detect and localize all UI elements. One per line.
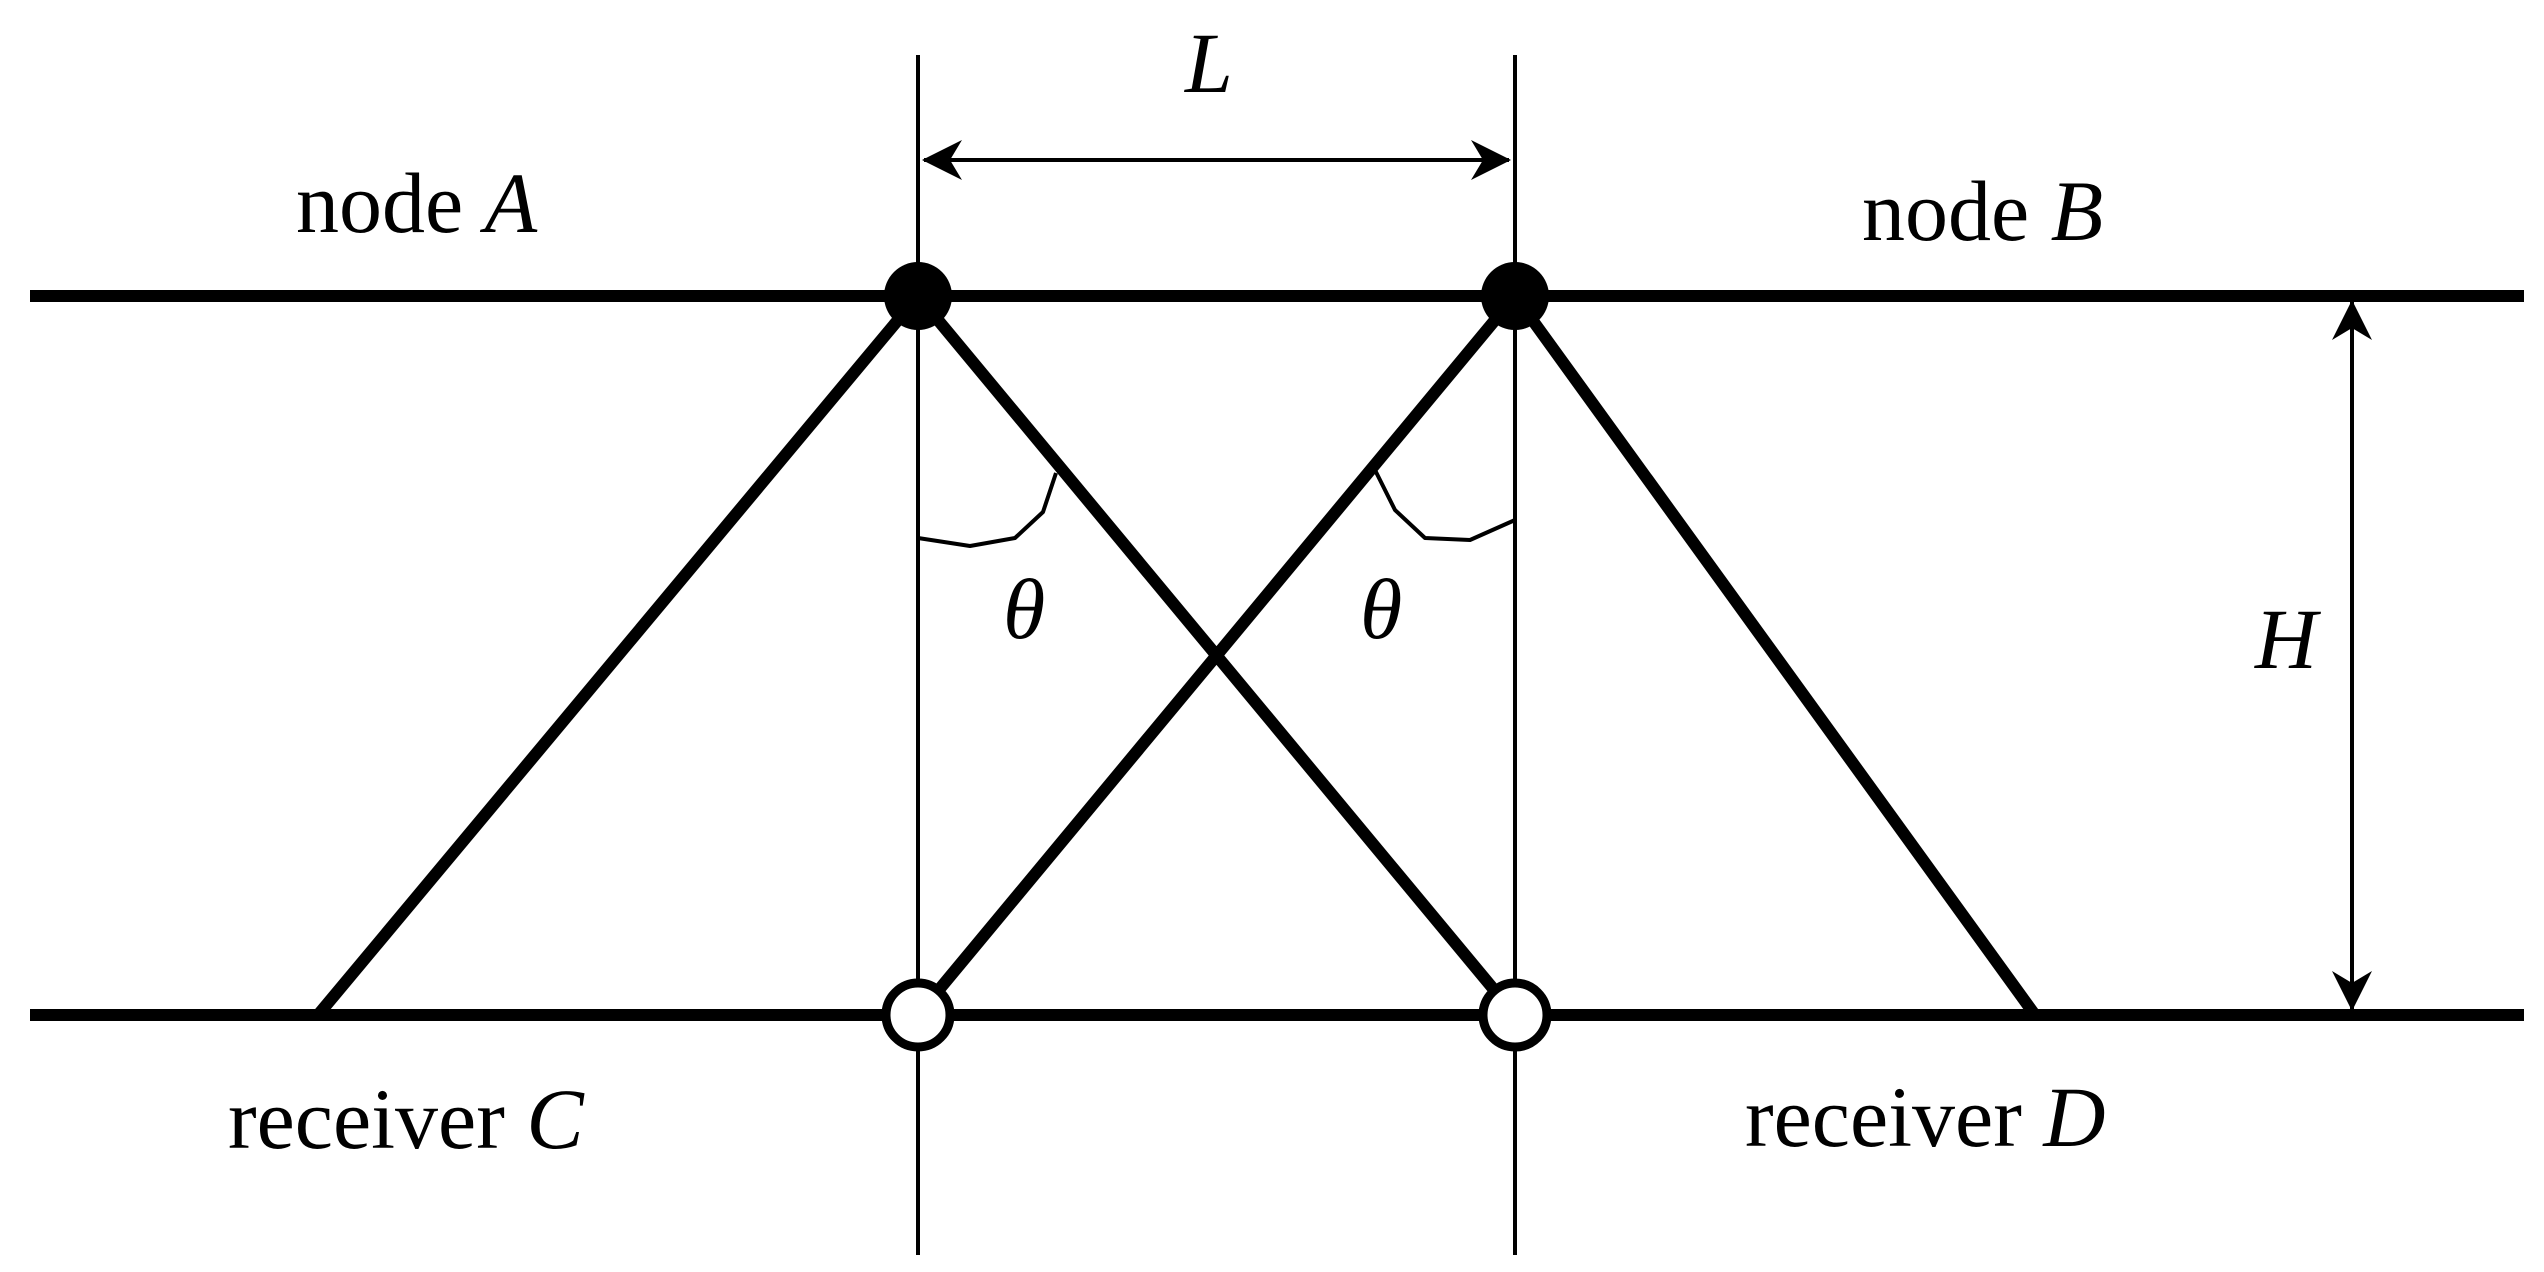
receiver-d-var: D [2042,1069,2105,1165]
angle-label-right: θ [1360,561,1402,657]
height-label: H [2254,591,2321,687]
ray-a-outer [313,292,923,1019]
node-b-label: node B [1862,163,2103,259]
angle-arc-left [917,472,1058,548]
receiver-d-marker [1478,978,1552,1052]
node-a-marker [884,262,952,330]
receiver-d-label: receiver D [1745,1069,2105,1165]
node-b-var: B [2051,163,2104,259]
spacing-label: L [1183,15,1233,111]
angle-arc-right [1373,469,1516,542]
node-a-prefix: node [296,155,463,251]
receiver-c-label: receiver C [228,1071,585,1167]
angle-label-left: θ [1003,561,1045,657]
receiver-c-var: C [526,1071,585,1167]
receiver-c-prefix: receiver [228,1071,505,1167]
node-b-prefix: node [1862,163,2029,259]
node-a-label: node A [296,155,538,251]
node-b-marker [1481,262,1549,330]
ray-b-to-c [913,292,1520,1019]
node-a-var: A [480,155,538,251]
receiver-d-prefix: receiver [1745,1069,2022,1165]
ray-b-outer [1510,292,2040,1019]
receiver-c-marker [881,978,955,1052]
